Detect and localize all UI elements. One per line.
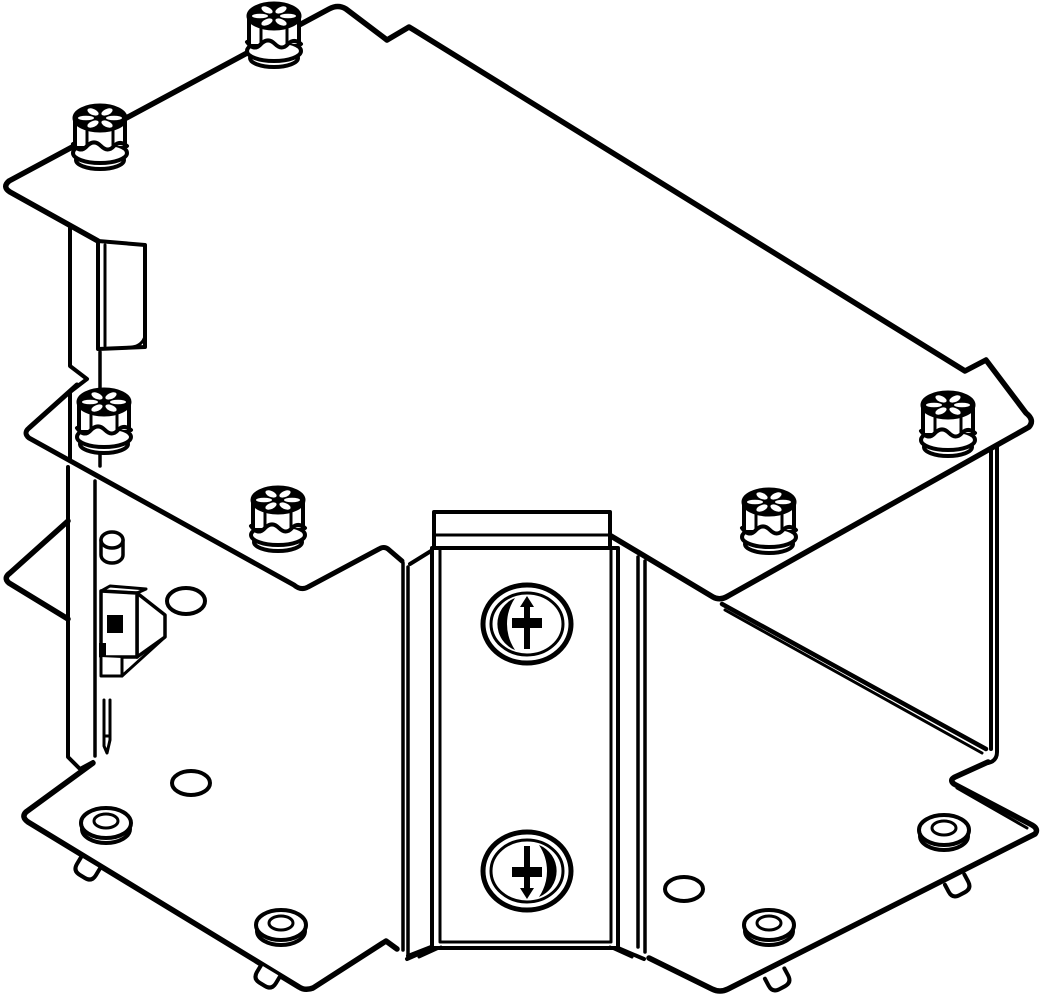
top-cover-outline [3,3,1035,602]
front-step-wall-folds [401,555,647,958]
middle-cover-left-edge [23,382,433,592]
hex-flange-nut [245,1,303,69]
hex-flange-nut [75,387,133,455]
dome-rivet [742,908,796,947]
quarter-turn-screw [483,832,571,910]
middle-cover-right-edge [719,601,989,755]
dome-rivet [79,806,133,845]
bracket-feet [405,946,646,961]
oval-slot [170,769,212,797]
hex-flange-nuts [71,1,977,555]
hex-flange-nut [71,103,129,171]
clip-button-top [99,530,125,550]
quarter-turn-screw [483,585,571,663]
edge-foot-tab [765,968,792,992]
hex-flange-nut [919,390,977,458]
grounding-clip [99,530,167,678]
left-side-wall-lower [3,465,112,771]
oval-slot [663,875,705,903]
hex-flange-nut [740,487,798,555]
dome-rivet [917,813,971,852]
oval-slots [165,586,705,903]
right-side-wall [986,445,999,765]
edge-foot-tab [250,963,283,993]
connector-tab [96,239,147,351]
center-bracket [405,510,646,961]
hex-flange-nut [249,485,307,553]
bracket-top-tab [432,510,612,550]
pin [102,698,112,755]
bottom-plate-outline [21,759,1040,994]
oval-slot [165,586,207,616]
dome-rivet [254,908,308,947]
left-flap [3,518,71,622]
clip-hole [107,615,123,633]
